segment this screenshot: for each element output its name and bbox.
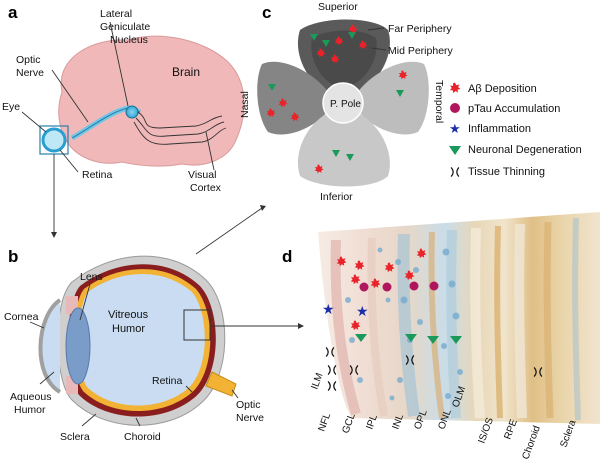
legend-thinning-icon (450, 167, 460, 177)
visual-radiation (137, 111, 223, 129)
optic-nerve-label-2: Nerve (16, 67, 44, 79)
sclera-label: Sclera (60, 431, 90, 443)
brain-shape (58, 35, 245, 167)
nasal-label: Nasal (239, 91, 251, 118)
legend-neuro-icon (449, 146, 461, 155)
histology-cells (345, 247, 463, 401)
nasal-markers (266, 84, 300, 122)
neuro-marker (322, 40, 330, 47)
brain-label: Brain (172, 65, 200, 79)
visual-cortex-label-1: Visual (188, 169, 216, 181)
eye-optic-nerve (205, 371, 237, 397)
inset-box-b (183, 309, 211, 341)
legend-thinning-label: Tissue Thinning (468, 166, 545, 178)
optic-nerve-b-label-2: Nerve (236, 412, 264, 424)
eye-ball (41, 127, 67, 153)
eye-cornea (38, 298, 62, 394)
aqueous-label-2: Humor (14, 404, 46, 416)
neuro-marker (405, 334, 417, 342)
mid-periphery-label: Mid Periphery (388, 45, 454, 57)
neuro-marker (268, 84, 276, 91)
visual-cortex-label-2: Cortex (190, 182, 222, 194)
petal-nasal (257, 61, 330, 135)
ptau-marker (382, 282, 392, 292)
vitreous-label-2: Humor (112, 323, 145, 335)
inflammation-marker: ★ (356, 304, 369, 320)
eye-label: Eye (2, 101, 20, 113)
eye-lens (65, 307, 91, 385)
inflammation-marker: ★ (322, 302, 335, 318)
thinning-marker (325, 347, 335, 357)
ptau-marker (359, 282, 369, 292)
superior-markers (310, 24, 368, 64)
superior-label: Superior (318, 1, 358, 13)
layer-ilm: ILM (309, 372, 325, 391)
layer-ipl: IPL (364, 413, 380, 431)
lens-label: Lens (80, 271, 103, 283)
neuro-marker (348, 32, 356, 39)
panel-label-a: a (8, 3, 18, 22)
legend: Aβ Deposition pTau Accumulation ★ Inflam… (449, 82, 582, 178)
pole-label: P. Pole (330, 99, 361, 110)
lgn-label-1: Lateral (100, 8, 132, 20)
legend-inflammation-icon: ★ (449, 122, 461, 137)
aqueous-label-1: Aqueous (10, 391, 51, 403)
neuro-marker (450, 336, 462, 344)
eye-vitreous (79, 273, 205, 406)
petal-temporal (356, 61, 429, 135)
legend-ptau-icon (450, 103, 460, 113)
lgn-label-2: Geniculate (100, 21, 150, 33)
far-periphery-label: Far Periphery (388, 23, 452, 35)
neuro-marker (332, 150, 340, 157)
ptau-marker (409, 281, 419, 291)
retina-label-a: Retina (82, 169, 113, 181)
neuro-marker (310, 34, 318, 41)
panel-label-b: b (8, 247, 18, 266)
inferior-markers (314, 150, 354, 174)
inferior-label: Inferior (320, 191, 353, 203)
neuro-marker (355, 334, 367, 342)
retina-label-b: Retina (152, 375, 183, 387)
choroid-label: Choroid (124, 431, 161, 443)
neuro-marker (396, 90, 404, 97)
ptau-marker (429, 281, 439, 291)
temporal-markers (396, 70, 408, 97)
layer-gcl: GCL (340, 412, 358, 435)
panel-label-c: c (262, 3, 271, 22)
lgn-node (125, 105, 139, 119)
cornea-label: Cornea (4, 311, 39, 323)
temporal-label: Temporal (433, 80, 445, 123)
thinning-marker (327, 381, 337, 391)
optic-nerve-label-1: Optic (16, 54, 41, 66)
lgn-label-3: Nucleus (110, 34, 148, 46)
legend-inflammation-label: Inflammation (468, 123, 531, 135)
neuro-marker (346, 154, 354, 161)
neuro-marker (427, 336, 439, 344)
optic-nerve-b-label-1: Optic (236, 399, 261, 411)
layer-nfl: NFL (316, 411, 333, 433)
legend-abeta-label: Aβ Deposition (468, 83, 537, 95)
posterior-pole (322, 82, 364, 124)
histology-texture (330, 217, 581, 421)
panel-label-d: d (282, 247, 292, 266)
legend-abeta-icon (449, 82, 461, 94)
layer-inl: INL (390, 412, 406, 431)
thinning-marker (327, 365, 337, 375)
panel-d: d (282, 212, 600, 461)
histology-markers: ★ ★ (322, 248, 543, 391)
legend-ptau-label: pTau Accumulation (468, 103, 560, 115)
vitreous-label-1: Vitreous (108, 309, 149, 321)
panel-c: c P. Pole Superior Inferior Nasal Tempor… (239, 1, 454, 203)
legend-neuro-label: Neuronal Degeneration (468, 144, 582, 156)
layer-choroid: Choroid (520, 424, 542, 461)
